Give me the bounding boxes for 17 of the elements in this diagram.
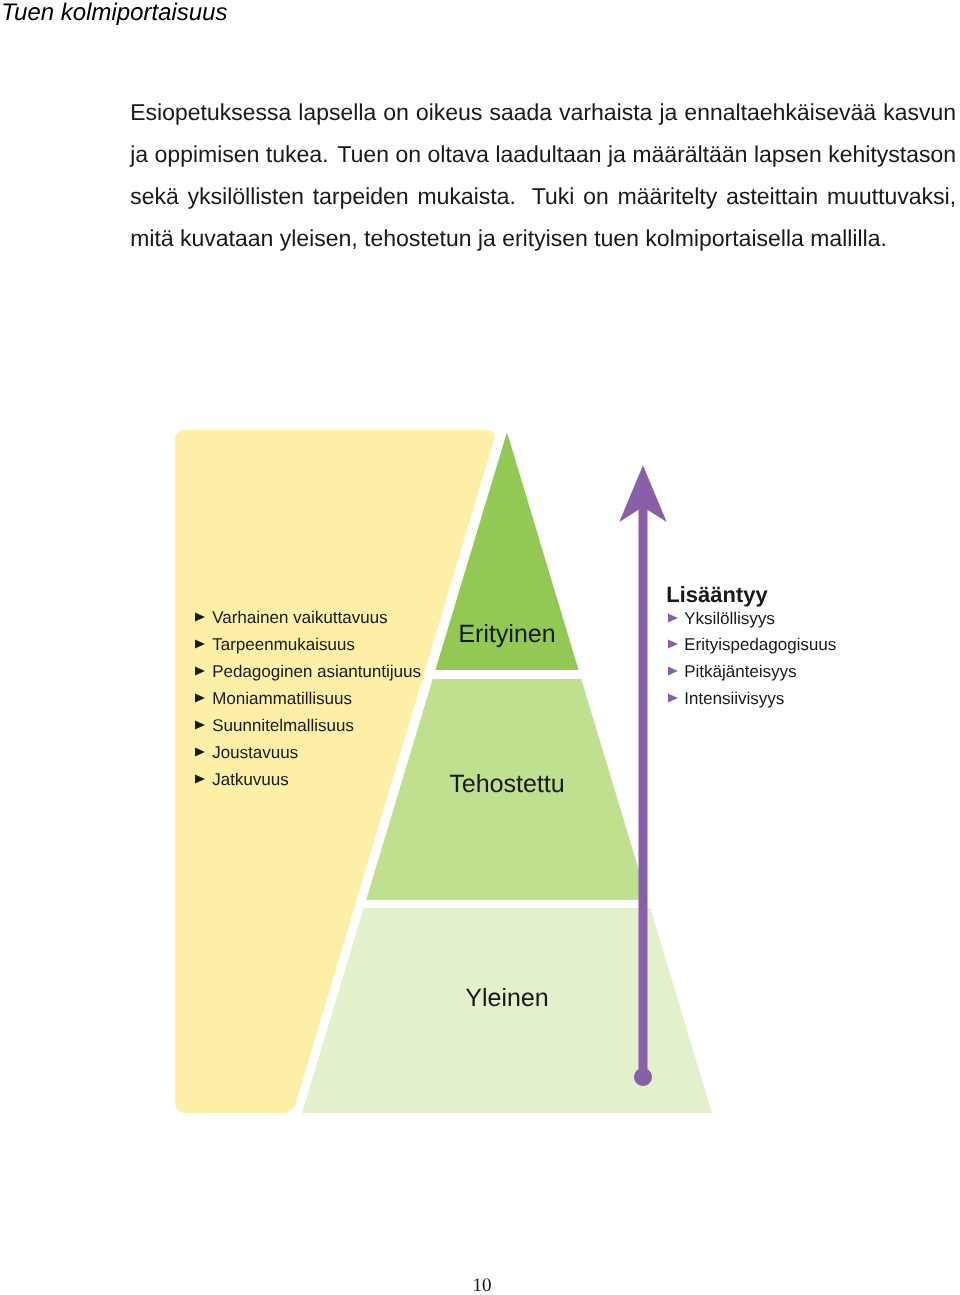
list-item: Pedagoginen asiantuntijuus: [213, 664, 421, 681]
pyramid-tier: Yleinen: [302, 908, 712, 1113]
list-item: Suunnitelmallisuus: [212, 718, 354, 732]
list-heading: Lisääntyy: [667, 586, 768, 607]
list-item: Tarpeenmukaisuus: [212, 637, 355, 654]
body-paragraph: Esiopetuksessa lapsella on oikeus saada varhaista ja ennaltaehkäisevää kasvun ja oppimisen tukea. Tuen on oltava laadultaan ja määrältään lapsen kehitystason sekä yksilöllisten tarpeiden mukaista. Tuki on määritelty asteittain muuttuvaksi, mitä kuvataan yleisen, tehostetun ja erityisen tuen kolmiportaisella mallilla.: [129, 103, 955, 251]
list-item: Joustavuus: [212, 746, 298, 759]
list-item: Pitkäjänteisyys: [685, 664, 796, 681]
page-header: Tuen kolmiportaisuus: [3, 2, 227, 25]
list-item: Jatkuvuus: [212, 772, 289, 786]
page-number: 10: [474, 1278, 491, 1292]
list-item: Yksilöllisyys: [684, 611, 775, 628]
list-item: Intensiivisyys: [685, 691, 784, 708]
list-item: Moniammatillisuus: [213, 691, 352, 705]
list-item: Erityispedagogisuus: [685, 637, 836, 654]
list-item: Varhainen vaikuttavuus: [212, 610, 387, 624]
pyramid-tier: Erityinen: [435, 432, 579, 670]
